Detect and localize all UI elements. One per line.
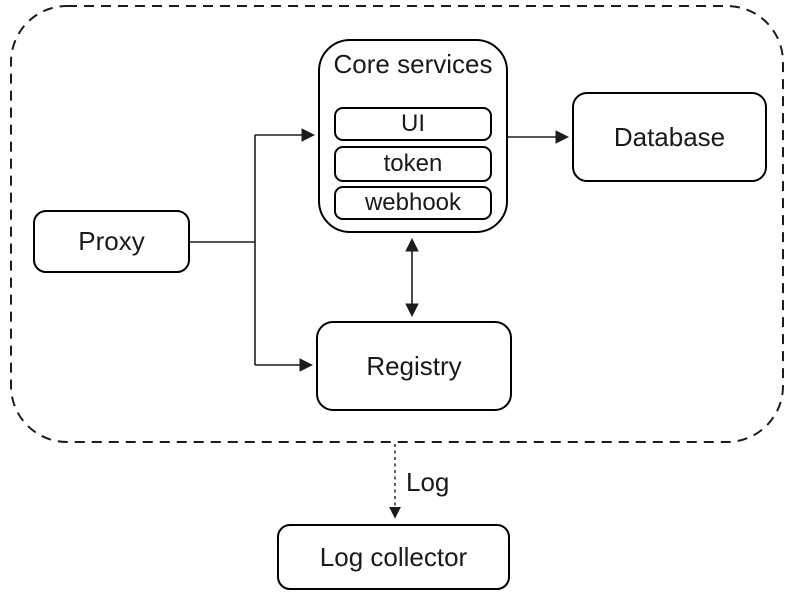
node-proxy-label: Proxy bbox=[78, 226, 145, 257]
node-log-collector-label: Log collector bbox=[319, 541, 468, 572]
node-database: Database bbox=[572, 92, 767, 182]
node-database-label: Database bbox=[613, 121, 726, 152]
node-proxy: Proxy bbox=[33, 210, 190, 273]
node-token: token bbox=[334, 146, 492, 182]
node-token-label: token bbox=[383, 149, 443, 177]
node-ui: UI bbox=[334, 107, 492, 141]
node-webhook-label: webhook bbox=[364, 188, 462, 216]
node-registry: Registry bbox=[316, 321, 512, 411]
node-registry-label: Registry bbox=[366, 350, 462, 381]
node-webhook: webhook bbox=[334, 186, 492, 220]
node-ui-label: UI bbox=[401, 109, 425, 137]
node-log-collector: Log collector bbox=[277, 524, 510, 590]
node-core-services: Core services UI token webhook bbox=[318, 39, 508, 233]
node-core-services-label: Core services bbox=[333, 49, 493, 79]
edge-label-log: Log bbox=[406, 467, 450, 497]
